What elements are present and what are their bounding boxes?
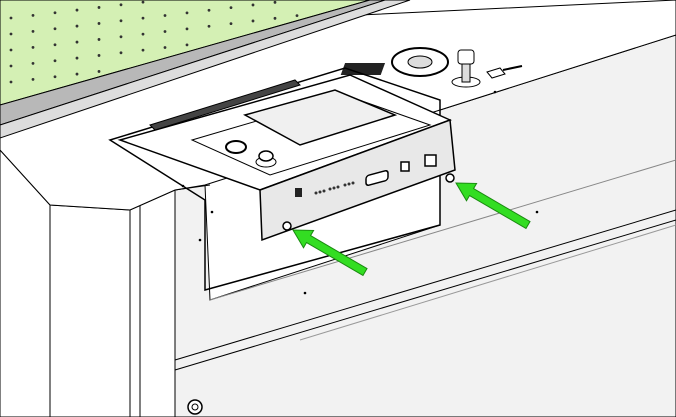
table-hole: [53, 75, 57, 79]
table-hole: [119, 51, 123, 55]
table-hole: [31, 13, 35, 17]
key-symbol-icon: [486, 65, 523, 79]
table-holes: [9, 0, 299, 84]
table-hole: [163, 14, 167, 17]
serial-port-icon[interactable]: [365, 169, 389, 187]
table-hole: [31, 77, 35, 81]
table-hole: [53, 59, 57, 63]
table-hole: [141, 0, 145, 4]
table-hole: [97, 70, 101, 73]
usb-b-port-icon[interactable]: [400, 161, 410, 172]
touchscreen-icon[interactable]: [243, 89, 398, 146]
table-hole: [163, 30, 167, 33]
table-hole: [119, 3, 123, 7]
table-hole: [53, 43, 57, 47]
table-hole: [75, 40, 79, 44]
table-hole: [163, 46, 167, 49]
rotary-button-icon[interactable]: [225, 140, 247, 154]
table-hole: [53, 11, 57, 15]
table-hole: [75, 56, 79, 60]
table-hole: [295, 14, 299, 18]
mounting-screw-icon: [282, 221, 292, 231]
table-hole: [119, 19, 123, 23]
table-hole: [251, 3, 255, 7]
usb-port-icon[interactable]: [295, 188, 302, 197]
table-hole: [75, 72, 79, 76]
panel-bracket: [108, 67, 441, 291]
table-hole: [97, 54, 101, 57]
table-hole: [97, 38, 101, 41]
table-hole: [141, 48, 145, 52]
table-hole: [207, 8, 211, 12]
table-hole: [185, 11, 189, 15]
table-hole: [251, 19, 255, 23]
table-hole: [9, 80, 13, 84]
table-hole: [119, 35, 123, 39]
table-hole: [229, 6, 233, 9]
table-hole: [9, 64, 13, 68]
table-hole: [273, 0, 277, 4]
table-hole: [9, 32, 13, 36]
table-hole: [9, 16, 13, 20]
table-hole: [9, 48, 13, 52]
table-hole: [53, 27, 57, 31]
table-hole: [75, 24, 79, 28]
table-hole: [207, 24, 211, 28]
mounting-screw-icon: [445, 173, 455, 183]
table-hole: [97, 22, 101, 25]
emergency-stop-icon[interactable]: [255, 150, 277, 168]
table-hole: [97, 6, 101, 9]
card-slot[interactable]: [149, 79, 301, 131]
arrow-icon: [292, 229, 368, 277]
table-hole: [141, 16, 145, 20]
table-hole: [229, 22, 233, 25]
table-hole: [141, 32, 145, 36]
table-hole: [185, 27, 189, 31]
table-hole: [31, 61, 35, 65]
table-hole: [185, 43, 189, 47]
led-indicators: [314, 181, 355, 195]
table-hole: [31, 29, 35, 33]
table-hole: [75, 8, 79, 12]
ethernet-port-icon[interactable]: [424, 154, 437, 167]
arrow-icon: [455, 182, 531, 230]
table-hole: [273, 16, 277, 20]
socket-icon: [187, 399, 203, 415]
table-hole: [31, 45, 35, 49]
control-panel-front: [259, 118, 456, 242]
vent-grille: [340, 63, 386, 75]
key-switch-icon[interactable]: [451, 49, 481, 88]
body-screws: [181, 90, 539, 295]
